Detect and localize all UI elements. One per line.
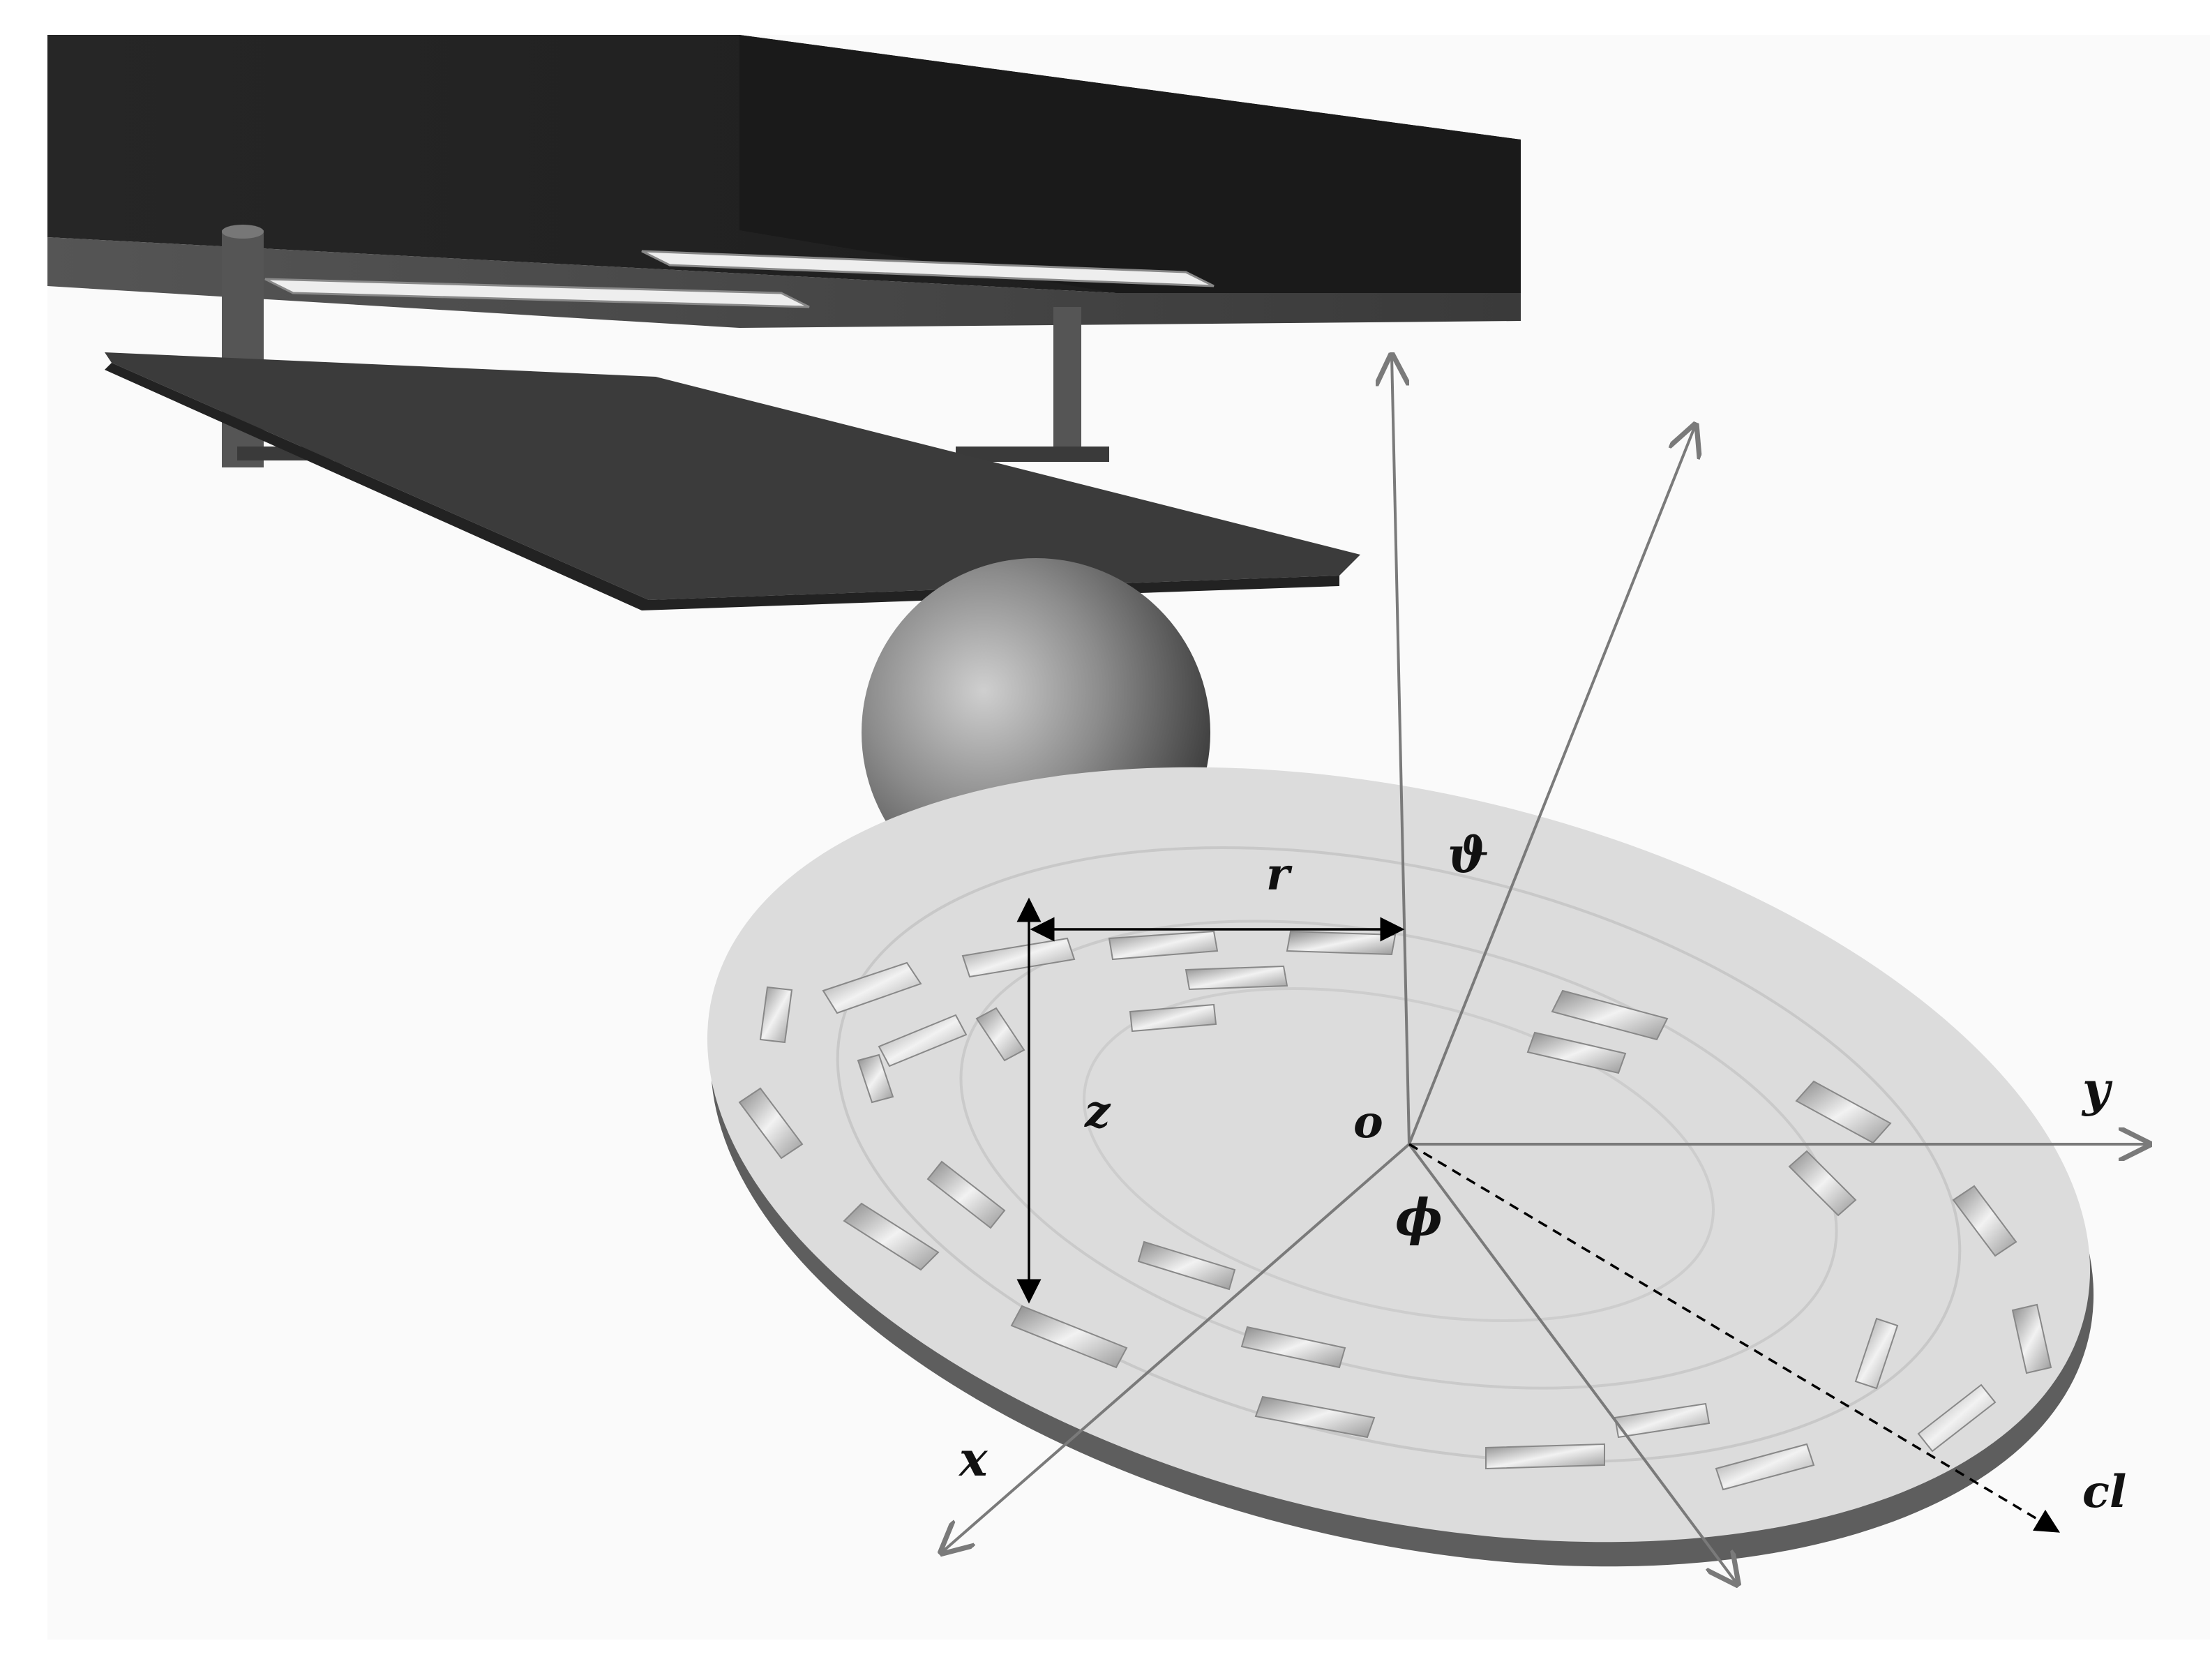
cl-direction-line <box>1408 1143 2061 1533</box>
x-axis <box>942 1143 1411 1552</box>
middle-slot-ring <box>857 965 1899 1439</box>
dimension-lines <box>1016 897 1405 1304</box>
inner-slot-ring <box>975 1003 1236 1291</box>
label-r: r <box>1266 848 1293 901</box>
label-x: x <box>958 1432 989 1487</box>
theta-axis <box>1408 426 1695 1145</box>
label-theta: ϑ <box>1448 826 1489 884</box>
label-z: z <box>1084 1086 1111 1138</box>
cantilever <box>105 352 1360 610</box>
phi-axis <box>1408 1143 1737 1584</box>
coordinate-axes <box>942 356 2149 1584</box>
z-axis-vertical <box>1392 356 1411 1145</box>
label-y: y <box>2081 1062 2113 1118</box>
scanner-housing <box>47 35 1521 328</box>
label-cl: cl <box>2082 1466 2126 1518</box>
label-o: o <box>1353 1096 1383 1148</box>
label-phi: ϕ <box>1395 1187 1443 1247</box>
